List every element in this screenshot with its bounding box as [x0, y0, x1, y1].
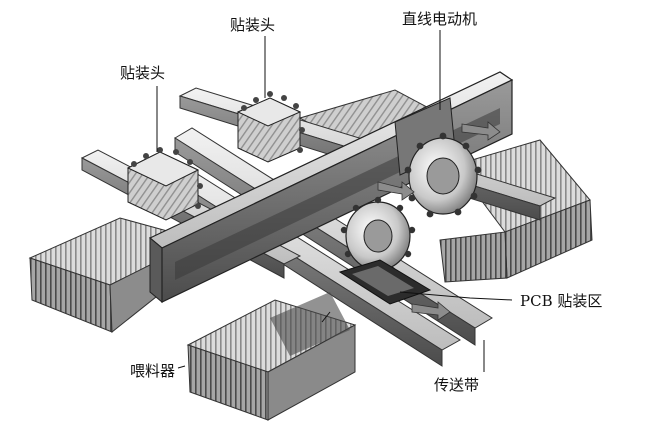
turret-head-right: [404, 132, 482, 218]
placement-head-top: [236, 91, 305, 163]
label-linear-motor: 直线电动机: [402, 10, 477, 28]
label-conveyor: 传送带: [434, 376, 479, 394]
turret-head-center: [340, 196, 416, 274]
flow-arrow-icon: [377, 121, 501, 321]
placement-head-left: [126, 147, 203, 221]
leader-lines: [156, 30, 513, 372]
label-feeder: 喂料器: [130, 362, 175, 380]
feeder-front: [186, 292, 357, 421]
label-placement-head-top: 贴装头: [230, 16, 275, 34]
label-placement-head-left: 贴装头: [120, 64, 165, 82]
label-pcb-area: PCB 贴装区: [520, 292, 602, 310]
